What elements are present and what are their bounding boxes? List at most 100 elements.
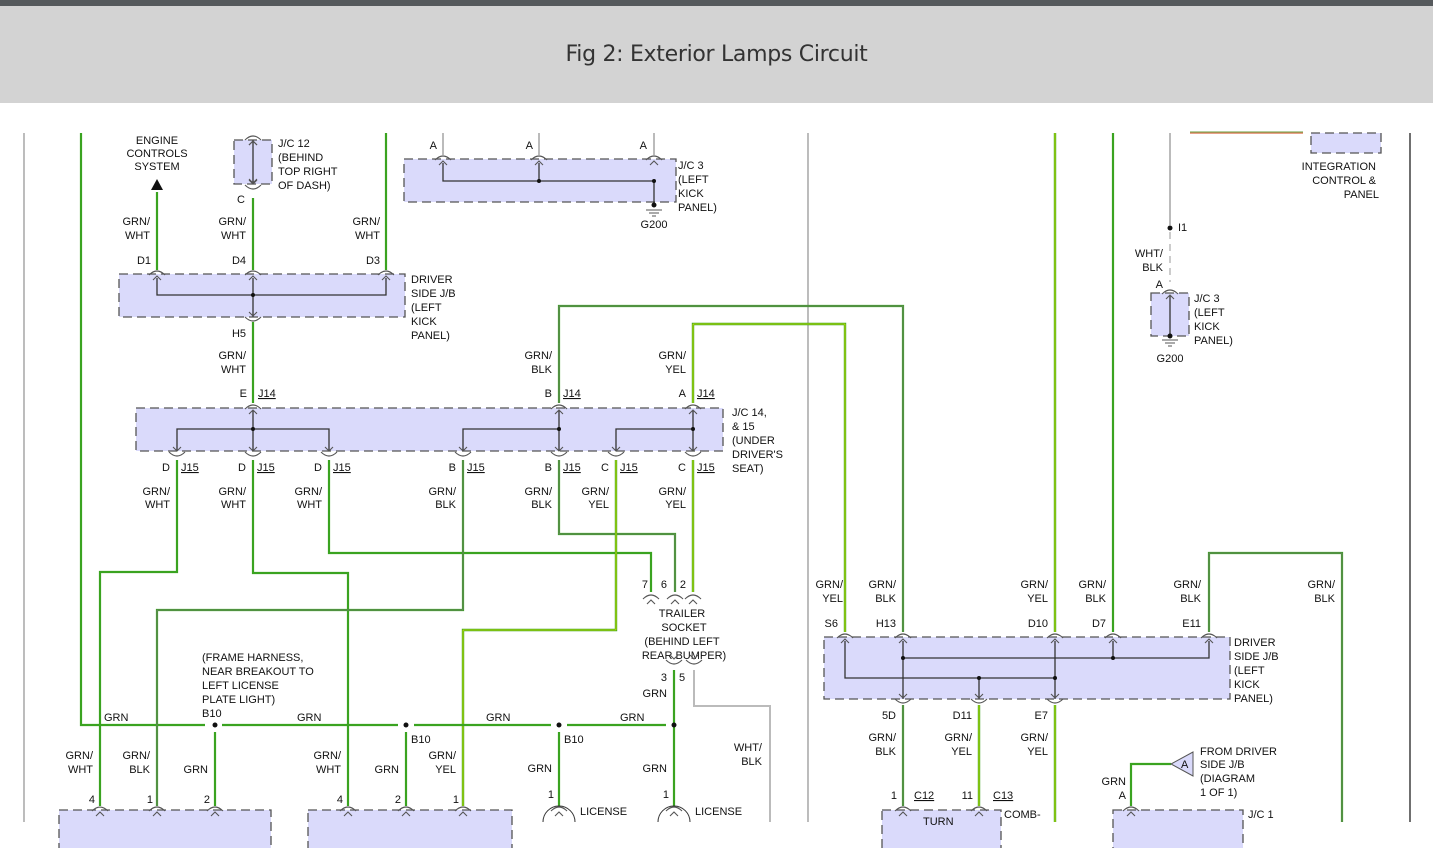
pin-cavity [244, 316, 262, 322]
pin-cavity [645, 155, 663, 161]
svg-text:B: B [545, 388, 552, 400]
svg-text:PANEL): PANEL) [1194, 335, 1233, 347]
pin-cavity [454, 451, 472, 457]
svg-text:SYSTEM: SYSTEM [134, 161, 179, 173]
pin-cavities [91, 135, 1218, 817]
svg-text:BLK: BLK [741, 756, 762, 768]
svg-text:(UNDER: (UNDER [732, 435, 775, 447]
svg-text:2: 2 [680, 579, 686, 591]
pin-cavity [894, 698, 912, 704]
wire-label: GRN/YEL [816, 579, 844, 605]
trailer-socket-label: TRAILER SOCKET (BEHIND LEFT REAR BUMPER) [642, 608, 726, 662]
svg-text:A: A [526, 140, 534, 152]
splice-i1 [1167, 225, 1173, 231]
svg-text:GRN/: GRN/ [219, 216, 247, 228]
figure-title: Fig 2: Exterior Lamps Circuit [565, 42, 868, 67]
pin-cavity [91, 806, 109, 812]
wire-label: GRN/BLK [1079, 579, 1107, 605]
svg-text:6: 6 [661, 579, 667, 591]
svg-text:11: 11 [962, 790, 973, 802]
jc3-right-bus [1167, 296, 1173, 339]
jc3-right-label: J/C 3 (LEFT KICK PANEL) [1194, 293, 1233, 347]
svg-text:PANEL): PANEL) [678, 202, 717, 214]
pin-cavity [642, 594, 660, 600]
svg-text:PANEL): PANEL) [1234, 693, 1273, 705]
arrow-up-icon [151, 179, 163, 190]
svg-text:YEL: YEL [951, 746, 972, 758]
pin-cavity [836, 633, 854, 639]
svg-text:GRN/: GRN/ [143, 486, 171, 498]
svg-text:J15: J15 [563, 462, 581, 474]
svg-text:D7: D7 [1092, 618, 1106, 630]
svg-text:WHT: WHT [68, 764, 93, 776]
svg-text:H13: H13 [876, 618, 896, 630]
svg-text:(LEFT: (LEFT [678, 174, 709, 186]
wire-label: GRN/WHT [314, 750, 342, 776]
driver-jb-right-box [823, 636, 1231, 700]
svg-text:E: E [240, 388, 247, 400]
figure-header: Fig 2: Exterior Lamps Circuit [0, 6, 1433, 103]
wire-label: GRN/WHT [219, 486, 247, 511]
wire-label: GRN [104, 712, 129, 724]
svg-text:GRN/: GRN/ [1174, 579, 1202, 591]
pin-cavity [894, 806, 912, 812]
svg-text:INTEGRATION: INTEGRATION [1302, 161, 1376, 173]
pin-cavity [665, 806, 683, 812]
svg-text:GRN/: GRN/ [219, 486, 247, 498]
svg-text:KICK: KICK [1234, 679, 1260, 691]
svg-text:FROM DRIVER: FROM DRIVER [1200, 746, 1277, 758]
svg-text:A: A [640, 140, 648, 152]
svg-text:D3: D3 [366, 255, 380, 267]
jc1-label: J/C 1 [1248, 809, 1274, 821]
splice-b10-1 [212, 722, 218, 728]
jc14-bus [176, 411, 695, 451]
svg-text:I1: I1 [1178, 222, 1187, 234]
pin-cavity [970, 698, 988, 704]
wire-label: GRN/YEL [945, 732, 973, 758]
wire-label: GRN/WHT [66, 750, 94, 776]
svg-text:(BEHIND: (BEHIND [278, 152, 323, 164]
svg-text:J15: J15 [257, 462, 275, 474]
svg-text:H5: H5 [232, 328, 246, 340]
svg-text:SEAT): SEAT) [732, 463, 764, 475]
license-plate-lamp-1-label: LICENSE [580, 806, 627, 818]
svg-text:J15: J15 [467, 462, 485, 474]
svg-text:WHT: WHT [145, 499, 170, 511]
svg-text:PANEL: PANEL [1344, 189, 1379, 201]
svg-text:C: C [237, 194, 245, 206]
pin-cavity [970, 806, 988, 812]
svg-text:GRN/: GRN/ [659, 486, 687, 498]
pin-cavity [377, 270, 395, 276]
comb-switch-label: COMB- [1004, 809, 1041, 821]
svg-text:GRN/: GRN/ [1079, 579, 1107, 591]
splice-b10-3 [556, 722, 562, 728]
svg-text:WHT: WHT [221, 230, 246, 242]
wire-label: GRN/BLK [429, 486, 457, 511]
svg-text:C: C [601, 462, 609, 474]
svg-text:(BEHIND LEFT: (BEHIND LEFT [644, 636, 719, 648]
wire-label: GRN/YEL [582, 486, 610, 511]
svg-text:C13: C13 [993, 790, 1013, 802]
svg-text:TOP RIGHT: TOP RIGHT [278, 166, 338, 178]
pin-cavity [244, 404, 262, 410]
pin-cavity [148, 270, 166, 276]
svg-text:(FRAME HARNESS,: (FRAME HARNESS, [202, 652, 303, 664]
svg-text:WHT: WHT [316, 764, 341, 776]
pin-cavity [685, 659, 703, 665]
svg-text:SIDE J/B: SIDE J/B [411, 288, 456, 300]
engine-controls-label: ENGINE CONTROLS SYSTEM [126, 135, 187, 173]
svg-text:J15: J15 [697, 462, 715, 474]
wire-label: GRN/YEL [429, 750, 457, 776]
pin-cavity [550, 404, 568, 410]
svg-text:7: 7 [642, 579, 648, 591]
svg-text:NEAR BREAKOUT TO: NEAR BREAKOUT TO [202, 666, 314, 678]
svg-text:YEL: YEL [1027, 746, 1048, 758]
pin-cavity [1046, 633, 1064, 639]
jc12-label: J/C 12 (BEHIND TOP RIGHT OF DASH) [278, 138, 338, 192]
wire-label: GRN [620, 712, 645, 724]
ground-icon [646, 209, 662, 217]
svg-text:KICK: KICK [678, 188, 704, 200]
pin-cavity [244, 451, 262, 457]
svg-text:5: 5 [679, 672, 685, 684]
wire-label: GRN/BLK [123, 750, 151, 776]
